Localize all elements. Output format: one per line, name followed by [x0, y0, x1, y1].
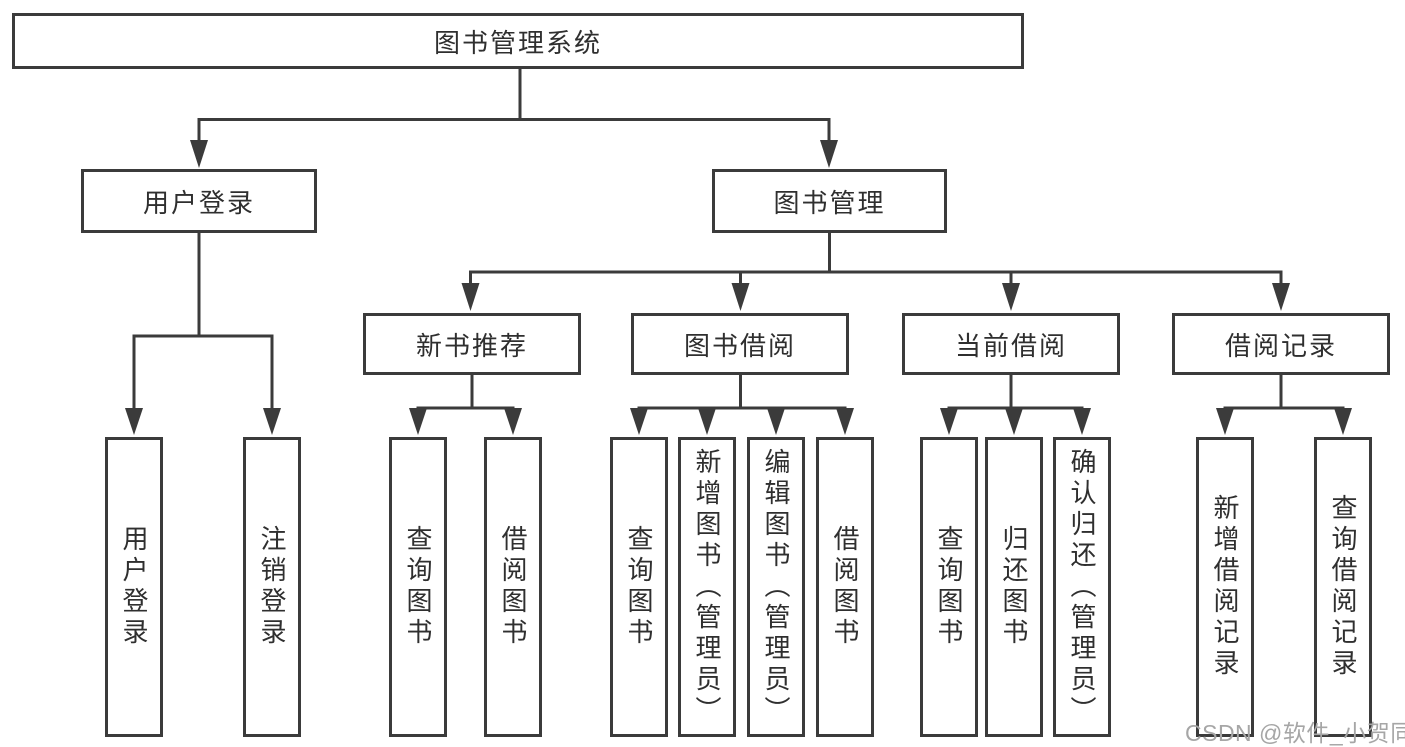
connector-borrow-records-to-children — [1223, 375, 1345, 412]
node-current-borrow-label: 当前借阅 — [954, 330, 1067, 361]
leaf-borrow-query-books-label: 查询图书 — [624, 525, 654, 649]
leaf-current-confirm-return-admin: 确认归还（管理员） — [1053, 437, 1111, 737]
connector-lines — [132, 69, 1345, 412]
connector-new-book-recommend-to-children — [416, 375, 515, 412]
leaf-user-login: 用户登录 — [105, 437, 163, 737]
connector-current-borrow-to-children — [947, 375, 1084, 412]
arrow-down-icon — [1334, 408, 1352, 435]
node-book-borrow-label: 图书借阅 — [683, 330, 796, 361]
leaf-recommend-query-books-label: 查询图书 — [403, 525, 433, 649]
arrow-down-icon — [504, 408, 522, 435]
leaf-borrow-borrow-books-label: 借阅图书 — [830, 525, 860, 649]
connector-book-management-to-level3 — [469, 233, 1283, 286]
leaf-borrow-add-books-admin-label: 新增图书（管理员） — [692, 447, 722, 727]
leaf-logout: 注销登录 — [243, 437, 301, 737]
arrow-down-icon — [263, 408, 281, 435]
arrow-down-icon — [190, 140, 208, 168]
connector-root-to-level2 — [197, 69, 831, 142]
leaf-records-add-borrow-record: 新增借阅记录 — [1196, 437, 1254, 737]
csdn-watermark: CSDN @软件_小贺同学 — [1185, 720, 1405, 746]
leaf-borrow-edit-books-admin: 编辑图书（管理员） — [747, 437, 805, 737]
leaf-records-add-borrow-record-label: 新增借阅记录 — [1210, 494, 1240, 680]
leaf-borrow-borrow-books: 借阅图书 — [816, 437, 874, 737]
connector-book-borrow-to-children — [637, 375, 847, 412]
arrow-down-icon — [409, 408, 427, 435]
arrow-down-icon — [1073, 408, 1091, 435]
leaf-current-query-books: 查询图书 — [920, 437, 978, 737]
arrow-down-icon — [698, 408, 716, 435]
node-new-book-recommend: 新书推荐 — [363, 313, 581, 375]
node-book-borrow: 图书借阅 — [631, 313, 849, 375]
leaf-recommend-borrow-books-label: 借阅图书 — [498, 525, 528, 649]
leaf-borrow-query-books: 查询图书 — [610, 437, 668, 737]
leaf-recommend-borrow-books: 借阅图书 — [484, 437, 542, 737]
arrowheads — [125, 140, 1352, 435]
arrow-down-icon — [836, 408, 854, 435]
arrow-down-icon — [940, 408, 958, 435]
arrow-down-icon — [1002, 283, 1020, 311]
arrow-down-icon — [1272, 283, 1290, 311]
node-library-management-system: 图书管理系统 — [12, 13, 1024, 69]
arrow-down-icon — [630, 408, 648, 435]
leaf-current-query-books-label: 查询图书 — [934, 525, 964, 649]
leaf-records-query-borrow-record: 查询借阅记录 — [1314, 437, 1372, 737]
leaf-records-query-borrow-record-label: 查询借阅记录 — [1328, 494, 1358, 680]
node-current-borrow: 当前借阅 — [902, 313, 1120, 375]
node-user-login: 用户登录 — [81, 169, 317, 233]
arrow-down-icon — [1005, 408, 1023, 435]
node-borrow-records-label: 借阅记录 — [1224, 330, 1337, 361]
node-user-login-label: 用户登录 — [142, 187, 255, 218]
arrow-down-icon — [731, 283, 750, 311]
arrow-down-icon — [820, 140, 838, 168]
arrow-down-icon — [125, 408, 143, 435]
leaf-logout-label: 注销登录 — [257, 525, 287, 649]
node-new-book-recommend-label: 新书推荐 — [415, 330, 528, 361]
leaf-borrow-edit-books-admin-label: 编辑图书（管理员） — [761, 447, 791, 727]
leaf-current-return-books-label: 归还图书 — [999, 525, 1029, 649]
node-library-management-system-label: 图书管理系统 — [433, 27, 602, 58]
node-book-management: 图书管理 — [712, 169, 947, 233]
leaf-current-return-books: 归还图书 — [985, 437, 1043, 737]
arrow-down-icon — [461, 283, 480, 311]
leaf-user-login-label: 用户登录 — [119, 525, 149, 649]
leaf-recommend-query-books: 查询图书 — [389, 437, 447, 737]
arrow-down-icon — [1216, 408, 1234, 435]
leaf-borrow-add-books-admin: 新增图书（管理员） — [678, 437, 736, 737]
leaf-current-confirm-return-admin-label: 确认归还（管理员） — [1067, 447, 1097, 727]
node-book-management-label: 图书管理 — [773, 187, 886, 218]
node-borrow-records: 借阅记录 — [1172, 313, 1390, 375]
connector-user-login-to-children — [132, 233, 274, 410]
arrow-down-icon — [767, 408, 785, 435]
